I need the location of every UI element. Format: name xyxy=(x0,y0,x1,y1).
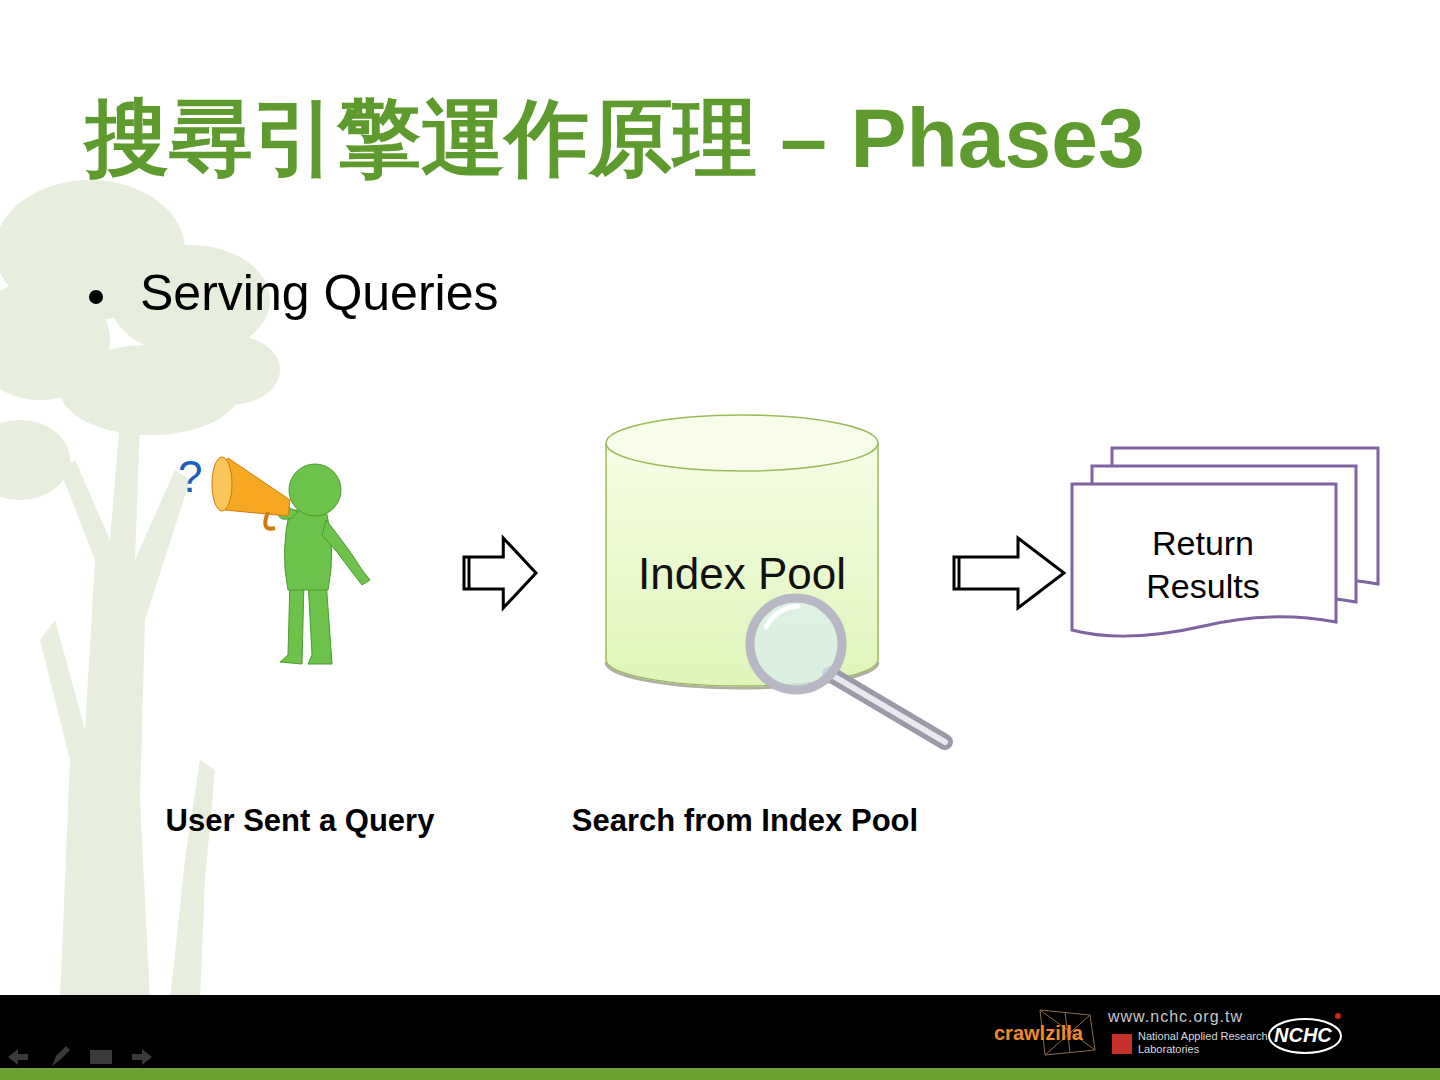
arrow-tail-mark xyxy=(958,557,961,589)
index-pool-cylinder-shape xyxy=(540,412,950,852)
node-caption: User Sent a Query xyxy=(140,802,460,839)
question-mark: ? xyxy=(178,452,202,503)
footer-bar xyxy=(0,995,1440,1068)
block-arrow xyxy=(464,538,536,608)
edge-group xyxy=(954,538,1064,608)
arrow-tail-mark xyxy=(468,557,471,589)
magnifier-icon xyxy=(750,598,945,742)
block-arrow xyxy=(954,538,1064,608)
node-label: Index Pool xyxy=(606,548,878,601)
nchc-logo xyxy=(1269,1013,1341,1053)
index-pool-cylinder: Index PoolSearch from Index Pool xyxy=(540,412,950,852)
bullet-dot xyxy=(89,290,103,304)
node-caption: Search from Index Pool xyxy=(540,802,950,839)
organization-logo-text: NCHC xyxy=(1274,1024,1332,1047)
node-label: Return Results xyxy=(1128,522,1278,607)
website-url: www.nchc.org.tw xyxy=(1108,1008,1243,1026)
product-logo-text: crawlzilla xyxy=(994,1022,1083,1045)
user-figure xyxy=(212,457,370,664)
nav-icons xyxy=(8,1046,152,1066)
narl-logo xyxy=(1112,1034,1132,1054)
result-documents: Return Results xyxy=(1068,446,1382,658)
slide-title: 搜尋引擎運作原理 – Phase3 xyxy=(85,82,1145,196)
document-stack xyxy=(1072,448,1378,636)
organization-name: National Applied Research Laboratories xyxy=(1138,1030,1268,1055)
edge-group xyxy=(464,538,536,608)
footer-stripe xyxy=(0,1068,1440,1080)
bullet-text: Serving Queries xyxy=(140,265,499,323)
